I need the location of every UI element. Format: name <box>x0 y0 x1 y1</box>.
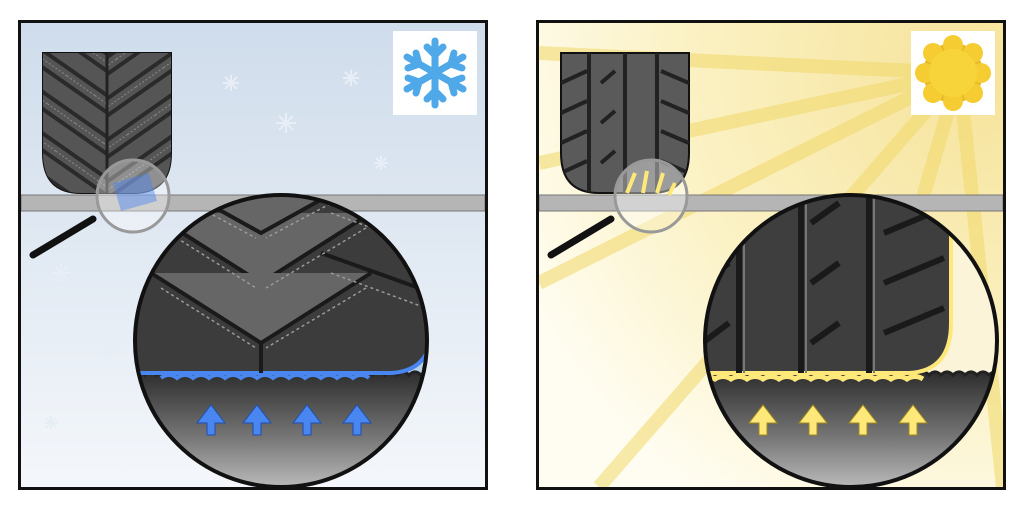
winter-tire-small <box>42 52 172 194</box>
magnifying-glass-icon <box>547 158 689 259</box>
background-snowflakes <box>44 70 388 430</box>
winter-tire-panel <box>18 20 488 490</box>
magnifying-glass-icon <box>29 158 171 259</box>
contact-line <box>705 374 925 382</box>
road-surface <box>539 194 1003 212</box>
winter-tire-illustration <box>21 23 485 487</box>
magnified-contact-patch <box>133 193 429 487</box>
snowflake-icon <box>393 31 477 115</box>
grip-arrows <box>195 404 373 436</box>
sun-icon <box>911 31 995 115</box>
summer-tire-panel <box>536 20 1006 490</box>
summer-tire-illustration <box>539 23 1003 487</box>
summer-tire-small <box>560 52 690 194</box>
grip-arrows <box>747 404 929 436</box>
contact-line <box>159 373 371 381</box>
